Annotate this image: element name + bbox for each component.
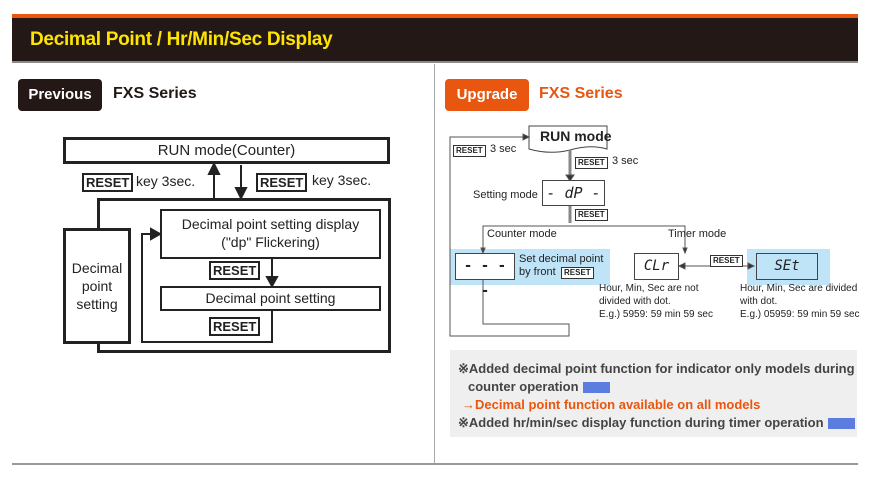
side-box-line: setting <box>76 296 118 312</box>
accent-bar <box>12 14 858 18</box>
reset-key: RESET <box>209 317 261 336</box>
reset-key: RESET <box>575 157 608 169</box>
note-line1: ※Added decimal point function for indica… <box>458 361 855 376</box>
key-3sec-label: key 3sec. <box>312 172 372 188</box>
set-description: Hour, Min, Sec are divided with dot. E.g… <box>740 282 860 321</box>
clr-desc-line: E.g.) 5959: 59 min 59 sec <box>599 309 713 320</box>
note-line2: counter operation <box>468 379 579 394</box>
upgrade-series-label: FXS Series <box>539 85 623 102</box>
side-box-line: point <box>81 278 113 294</box>
upgrade-badge: Upgrade <box>445 79 529 111</box>
3sec-label: 3 sec <box>612 155 639 167</box>
note-line4: ※Added hr/min/sec display function durin… <box>458 415 824 430</box>
set-desc-line: Hour, Min, Sec are divided <box>740 283 858 294</box>
note-line3: →Decimal point function available on all… <box>462 397 761 412</box>
reset-key: RESET <box>256 173 308 192</box>
run-mode-box: RUN mode(Counter) <box>63 137 390 164</box>
dp-display-line1: Decimal point setting display <box>181 216 360 232</box>
reset-key: RESET <box>209 261 261 280</box>
note-line4-wrap: ※Added hr/min/sec display function durin… <box>458 414 857 432</box>
reset-key: RESET <box>575 209 608 221</box>
reset-key: RESET <box>453 145 486 157</box>
clr-desc-line: divided with dot. <box>599 296 671 307</box>
previous-series-label: FXS Series <box>113 85 197 102</box>
decimal-setting-box: Decimal point setting <box>160 286 381 311</box>
counter-mode-label: Counter mode <box>487 228 557 240</box>
bottom-divider <box>12 463 858 465</box>
previous-badge: Previous <box>18 79 102 111</box>
note-line2-wrap: counter operation <box>458 378 857 396</box>
reset-key: RESET <box>561 267 594 279</box>
counter-desc-line1: Set decimal point <box>519 253 604 265</box>
counter-display: - - - - <box>455 253 515 299</box>
dp-display-line2: ("dp" Flickering) <box>221 234 320 250</box>
3sec-label: 3 sec <box>490 143 517 155</box>
clr-description: Hour, Min, Sec are not divided with dot.… <box>599 282 713 321</box>
upgrade-notes: ※Added decimal point function for indica… <box>450 350 857 437</box>
set-desc-line: E.g.) 05959: 59 min 59 sec <box>740 309 860 320</box>
side-box-line: Decimal <box>71 260 123 276</box>
column-divider <box>434 64 435 464</box>
marker-chip <box>827 418 855 430</box>
run-mode-label: RUN mode <box>540 128 612 144</box>
reset-key: RESET <box>710 255 743 267</box>
reset-key: RESET <box>82 173 134 192</box>
clr-desc-line: Hour, Min, Sec are not <box>599 283 699 294</box>
dp-display-box: Decimal point setting display ("dp" Flic… <box>160 209 381 259</box>
decimal-point-setting-box: Decimal point setting <box>63 228 131 344</box>
page-title: Decimal Point / Hr/Min/Sec Display <box>30 29 333 50</box>
marker-chip <box>582 382 610 394</box>
set-display: SEt <box>756 253 818 280</box>
set-desc-line: with dot. <box>740 296 778 307</box>
clr-display: CLr <box>634 253 679 280</box>
timer-mode-label: Timer mode <box>668 228 727 240</box>
setting-mode-label: Setting mode <box>473 189 538 201</box>
counter-desc-line2: by front <box>519 266 556 278</box>
key-3sec-label: key 3sec. <box>136 173 196 189</box>
section-header: Decimal Point / Hr/Min/Sec Display <box>12 18 858 63</box>
dp-display-text: dP <box>564 184 583 202</box>
dp-display: - dP - <box>542 180 605 206</box>
